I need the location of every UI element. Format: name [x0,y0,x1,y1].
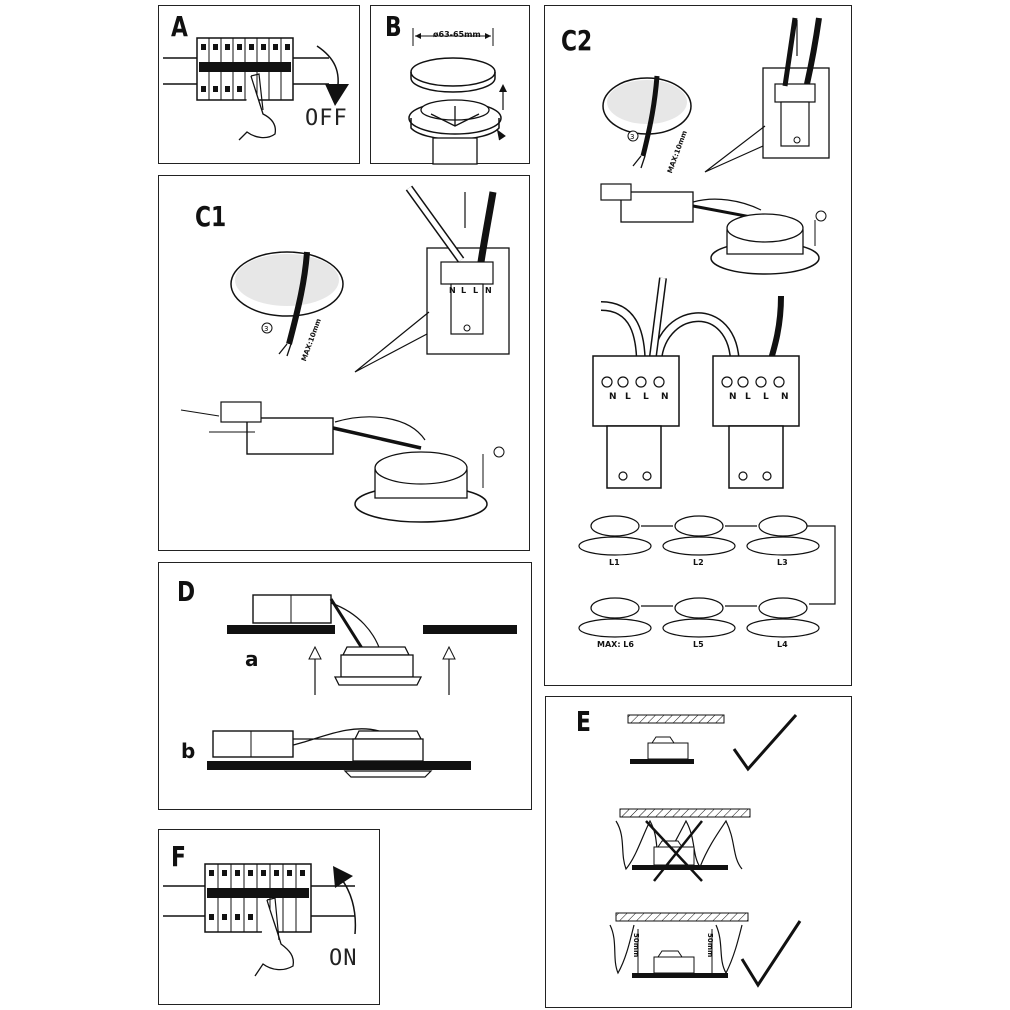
panel-c1: C1 3 N L L N MAX:10mm [158,175,530,551]
install-illustration-d [207,594,517,778]
c2-terminal-l1: L [625,392,631,402]
panel-e-label: E [576,705,591,738]
cutout-illustration [408,28,507,165]
panel-b: B ø63-65mm [370,5,530,165]
c2-terminal-l3: L [745,392,751,402]
panel-f: F ON [158,829,380,1005]
c2-terminal-l2: L [643,392,649,402]
step-a-label: a [245,647,259,671]
svg-text:3: 3 [264,325,268,333]
step-b-label: b [181,739,196,763]
lamp-l3: L3 [777,558,788,567]
panel-c1-label: C1 [195,200,227,233]
lamp-l1: L1 [609,558,620,567]
breaker-state-off: OFF [305,106,348,131]
c1-terminal-n1: N [449,286,456,295]
lamp-l5: L5 [693,640,704,649]
c2-terminal-n3: N [729,392,737,402]
panel-d: D a b [158,562,532,810]
clearance-gap-right: 50mm [706,933,714,958]
breaker-off-illustration [163,37,349,141]
c2-terminal-n1: N [609,392,617,402]
panel-c2-label: C2 [561,24,593,57]
lamp-l4: L4 [777,640,788,649]
c2-terminal-n2: N [661,392,669,402]
breaker-state-on: ON [329,946,358,971]
c2-terminal-l4: L [763,392,769,402]
panel-e: E 50mm 50mm [545,696,852,1008]
panel-a: A OFF [158,5,360,164]
clearance-illustration [609,714,802,988]
svg-text:3: 3 [630,133,634,141]
c1-terminal-n2: N [485,286,492,295]
c2-terminal-n4: N [781,392,789,402]
breaker-on-illustration [163,863,357,977]
wiring-diagram-c1: 3 [180,185,510,523]
wiring-diagram-c2: 3 [578,17,836,638]
lamp-l2: L2 [693,558,704,567]
panel-d-label: D [177,575,196,608]
c1-terminal-l1: L [461,286,467,295]
panel-c2: C2 3 [544,5,852,686]
c1-terminal-l2: L [473,286,479,295]
cutout-dimension: ø63-65mm [433,30,481,39]
clearance-gap-left: 50mm [632,933,640,958]
panel-f-label: F [171,840,186,873]
lamp-l6: MAX: L6 [597,640,634,649]
panel-a-label: A [171,10,188,43]
panel-b-label: B [385,10,402,43]
